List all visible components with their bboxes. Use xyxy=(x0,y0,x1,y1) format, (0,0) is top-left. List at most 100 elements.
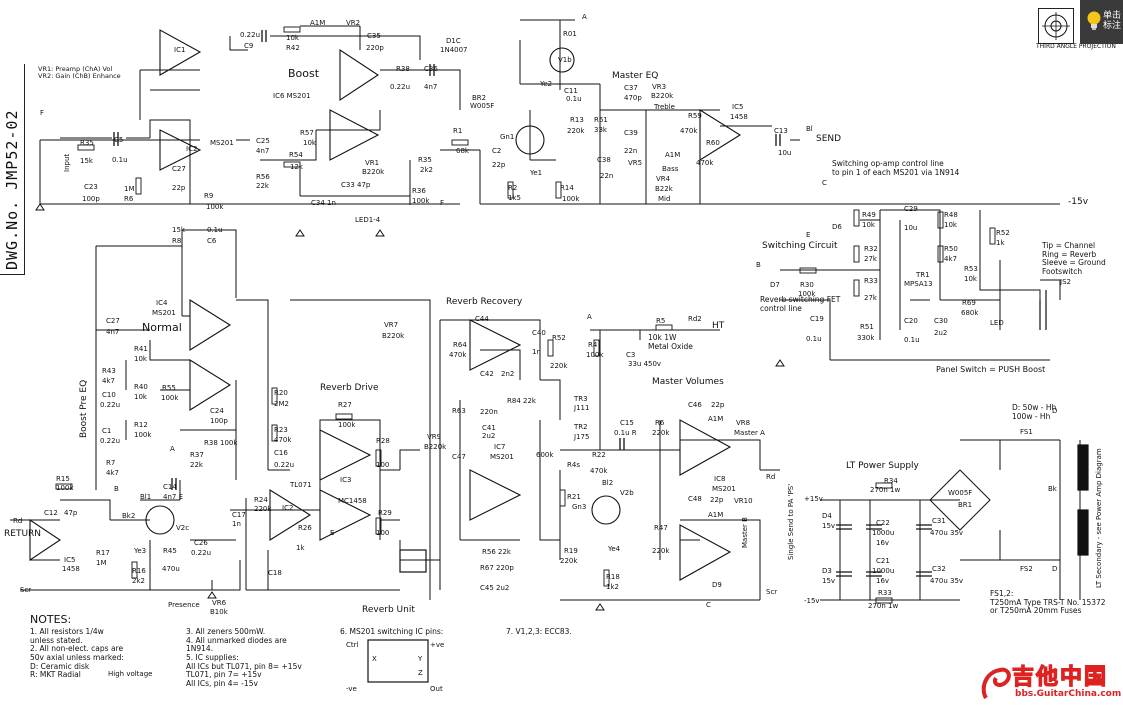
section-title-boost: Boost xyxy=(288,67,320,80)
component-label: 600k xyxy=(536,451,554,459)
component-label: 100p xyxy=(210,417,228,425)
component-label: 22k xyxy=(190,461,203,469)
vr-annotation: VR1: Preamp (ChA) Vol VR2: Gain (ChB) En… xyxy=(38,65,121,81)
minus15b-label: -15v xyxy=(804,597,820,605)
component-label: 680k xyxy=(961,309,979,317)
component-label: R9 xyxy=(204,192,214,200)
annotation-button[interactable]: 单击 标注 xyxy=(1080,0,1123,44)
component-label: TL071 xyxy=(290,481,312,489)
send-label: SEND xyxy=(816,134,842,144)
component-label: 2k2 xyxy=(420,166,433,174)
component-label: E xyxy=(330,529,335,537)
component-label: FS2 xyxy=(1020,565,1033,573)
component-label: 4k7 xyxy=(106,469,119,477)
component-label: 1M xyxy=(124,185,135,193)
component-label: R51 xyxy=(860,323,874,331)
master-b-label: Master B xyxy=(741,517,749,548)
component-label: 10k xyxy=(862,221,875,229)
component-label: IC5 xyxy=(732,103,744,111)
component-label: 470u 35v xyxy=(930,529,964,537)
component-label: R24 xyxy=(254,496,268,504)
component-label: C35 xyxy=(367,32,381,40)
component-label: R48 xyxy=(944,211,958,219)
component-label: 10k xyxy=(944,221,957,229)
component-label: 1n xyxy=(532,348,541,356)
component-label: B220k xyxy=(362,168,385,176)
minus15-label: -15v xyxy=(1068,197,1089,207)
ht-label: HT xyxy=(712,321,725,331)
component-label: C25 xyxy=(256,137,270,145)
component-label: C34 1n xyxy=(311,199,336,207)
component-label: 27k xyxy=(864,294,877,302)
component-label: V1b xyxy=(558,56,572,64)
watermark-url: bbs.GuitarChina.com xyxy=(1015,689,1122,699)
component-label: R4 xyxy=(588,341,598,349)
component-label: R8 xyxy=(172,237,182,245)
component-label: R52 xyxy=(996,229,1010,237)
component-label: C44 xyxy=(475,315,489,323)
component-label: C12 xyxy=(44,509,58,517)
component-label: R21 xyxy=(567,493,581,501)
component-label: 22n xyxy=(600,172,614,180)
component-label: 220k xyxy=(652,429,670,437)
component-label: Bl1 xyxy=(140,493,152,501)
annotation-tooltip: 单击 标注 xyxy=(1103,11,1122,31)
component-label: VR7 xyxy=(384,321,399,329)
component-label: 47p xyxy=(64,509,78,517)
component-label: R4s xyxy=(567,461,580,469)
component-label: 4n7 E xyxy=(163,493,183,501)
component-label: 0.22u xyxy=(100,401,121,409)
component-label: 100k xyxy=(56,484,74,492)
component-label: Ye3 xyxy=(134,547,147,555)
component-label: 68k xyxy=(456,147,469,155)
component-label: C30 xyxy=(934,317,948,325)
component-label: C15 xyxy=(620,419,634,427)
component-label: 0.1u xyxy=(207,226,223,234)
component-label: 0.22u xyxy=(191,549,212,557)
component-label: 470k xyxy=(274,436,292,444)
component-label: R50 xyxy=(944,245,958,253)
watermark-title: 吉他中国 xyxy=(1011,664,1109,690)
component-label: C19 xyxy=(810,315,824,323)
component-label: 4k7 xyxy=(102,377,115,385)
presence-label: Presence xyxy=(168,601,200,609)
return-label: RETURN xyxy=(4,529,42,539)
ms201-pin-minus: -ve xyxy=(346,685,357,693)
component-label: 1M xyxy=(96,559,107,567)
component-label: 2k2 xyxy=(132,577,145,585)
component-label: R16 xyxy=(132,567,146,575)
notes-col-1: 1. All resistors 1/4w unless stated. 2. … xyxy=(30,627,124,680)
component-label: 22p xyxy=(172,184,186,192)
component-label: 16v xyxy=(876,539,890,547)
component-label: R40 xyxy=(134,383,148,391)
component-label: IC8 xyxy=(714,475,726,483)
component-label: VR5 xyxy=(628,159,643,167)
component-label: R15 xyxy=(56,475,70,483)
component-label: 10k xyxy=(303,139,316,147)
component-label: 220k xyxy=(567,127,585,135)
component-label: 100 xyxy=(376,529,390,537)
component-label: IC2 xyxy=(186,145,198,153)
component-label: 330k xyxy=(857,334,875,342)
component-label: 10k xyxy=(964,275,977,283)
component-label: VR1 xyxy=(365,159,380,167)
component-label: B10k xyxy=(210,608,228,616)
component-label: Bl2 xyxy=(602,479,614,487)
component-label: Rd2 xyxy=(688,315,702,323)
component-label: R35 xyxy=(80,139,94,147)
drawing-number-frame xyxy=(0,64,25,275)
component-label: IC4 xyxy=(156,299,168,307)
component-label: C5 xyxy=(114,136,124,144)
component-label: R22 xyxy=(592,451,606,459)
component-label: 100k xyxy=(798,290,816,298)
component-label: R42 xyxy=(286,44,300,52)
component-label: F xyxy=(40,109,45,117)
component-label: R61 xyxy=(594,116,608,124)
component-label: MS201 xyxy=(210,139,234,147)
ms201-pin-ctrl: Ctrl xyxy=(346,641,359,649)
component-label: R38 100k xyxy=(204,439,238,447)
component-label: 16v xyxy=(876,577,890,585)
component-label: 270n 1w xyxy=(870,486,901,494)
component-label: R6 xyxy=(124,195,134,203)
component-label: R12 xyxy=(134,421,148,429)
